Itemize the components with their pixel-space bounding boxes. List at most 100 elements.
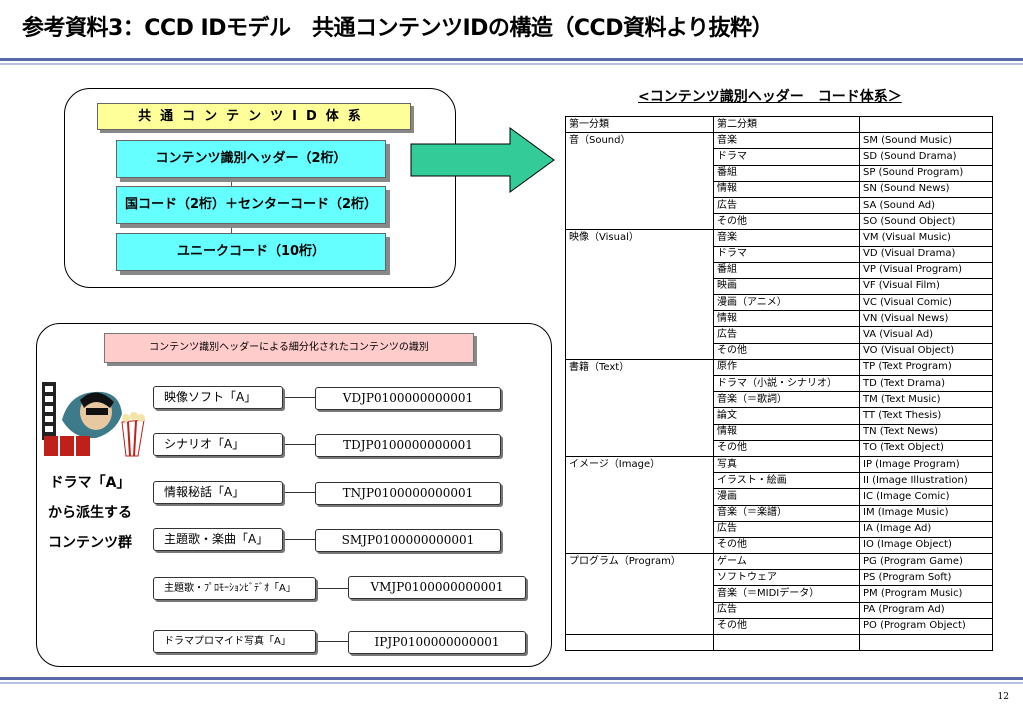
table-header-cell: 第一分類 <box>565 115 714 134</box>
category-cell <box>565 213 714 231</box>
item-connector <box>318 588 348 589</box>
unique-code-box: ユニークコード（10桁） <box>116 233 386 271</box>
subcategory-cell: 原作 <box>713 358 860 377</box>
category-cell <box>565 521 714 538</box>
derived-item-label: ドラマプロマイド写真「A」 <box>153 630 316 653</box>
caption-line: コンテンツ群 <box>48 535 132 551</box>
category-cell: プログラム（Program） <box>565 553 714 570</box>
code-cell: VO (Visual Object) <box>859 342 993 360</box>
subcategory-cell: ドラマ <box>713 245 860 263</box>
category-cell <box>565 585 714 603</box>
movie-clipart-icon <box>42 382 145 457</box>
item-connector <box>285 492 315 493</box>
code-cell: VN (Visual News) <box>859 310 993 328</box>
code-cell: VA (Visual Ad) <box>859 326 993 344</box>
subcategory-cell: 音楽 <box>713 132 860 150</box>
category-cell <box>565 407 714 425</box>
code-cell: VC (Visual Comic) <box>859 294 993 312</box>
caption-line: から派生する <box>48 505 132 521</box>
category-cell <box>565 278 714 295</box>
derived-header-label: コンテンツ識別ヘッダーによる細分化されたコンテンツの識別 <box>104 333 474 363</box>
header-component-box: コンテンツ識別ヘッダー（2桁） <box>116 140 386 178</box>
code-cell: II (Image Illustration) <box>859 472 993 490</box>
code-cell: PM (Program Music) <box>859 585 993 603</box>
category-cell: 映像（Visual） <box>565 229 714 246</box>
table-header-cell <box>859 115 993 134</box>
code-cell: SN (Sound News) <box>859 180 993 198</box>
code-cell: TT (Text Thesis) <box>859 407 993 425</box>
category-cell <box>565 310 714 327</box>
table-row: ドラマ（小説・シナリオ）TD (Text Drama) <box>565 374 993 393</box>
code-cell: TD (Text Drama) <box>859 374 993 393</box>
country-center-code-box: 国コード（2桁）＋センターコード（2桁） <box>116 186 386 224</box>
id-system-label: 共通コンテンツID体系 <box>97 103 411 130</box>
subcategory-cell: その他 <box>713 439 860 457</box>
code-cell: VP (Visual Program) <box>859 261 993 279</box>
title-rule <box>0 58 1023 61</box>
connector-line <box>231 223 232 235</box>
table-row: 音楽（＝MIDIデータ）PM (Program Music) <box>565 585 993 603</box>
subcategory-cell: 音楽（＝MIDIデータ） <box>713 585 860 603</box>
subcategory-cell: 広告 <box>713 196 860 215</box>
subcategory-cell: 広告 <box>713 601 860 619</box>
derived-item-label: 主題歌・楽曲「A」 <box>153 528 283 551</box>
category-cell <box>565 294 714 311</box>
code-cell: PG (Program Game) <box>859 553 993 571</box>
subcategory-cell: その他 <box>713 536 860 555</box>
item-connector <box>285 444 315 445</box>
table-header-row: 第一分類 第二分類 <box>565 115 993 134</box>
derived-item-id: VDJP0100000000001 <box>315 387 501 410</box>
subcategory-cell: その他 <box>713 617 860 636</box>
category-cell: イメージ（Image） <box>565 455 714 473</box>
item-connector <box>285 397 315 398</box>
category-cell <box>565 262 714 279</box>
category-cell <box>565 472 714 489</box>
category-cell <box>565 246 714 263</box>
subcategory-cell: その他 <box>713 342 860 360</box>
category-cell <box>565 165 714 182</box>
table-header-cell: 第二分類 <box>713 115 860 134</box>
item-connector <box>318 641 348 642</box>
derived-item-id: TNJP0100000000001 <box>315 482 501 505</box>
code-cell: TO (Text Object) <box>859 439 993 457</box>
subcategory-cell: 漫画（アニメ） <box>713 294 860 312</box>
category-cell <box>565 569 714 586</box>
subcategory-cell: 情報 <box>713 310 860 328</box>
caption-line: ドラマ「A」 <box>49 475 131 491</box>
category-cell <box>565 343 714 360</box>
code-cell: SP (Sound Program) <box>859 164 993 182</box>
category-cell <box>565 618 714 636</box>
category-cell <box>565 148 714 166</box>
subcategory-cell: その他 <box>713 213 860 231</box>
code-cell: PA (Program Ad) <box>859 601 993 619</box>
item-connector <box>285 539 315 540</box>
code-cell: PS (Program Soft) <box>859 569 993 587</box>
subcategory-cell: 広告 <box>713 326 860 344</box>
code-cell: VM (Visual Music) <box>859 229 993 247</box>
category-cell <box>565 181 714 198</box>
derived-item-id: SMJP0100000000001 <box>315 529 501 552</box>
title-rule-thin <box>0 63 1023 65</box>
subcategory-cell: 漫画 <box>713 488 860 506</box>
empty-cell <box>859 633 993 652</box>
derived-item-label: 映像ソフト「A」 <box>153 386 283 409</box>
subcategory-cell: 番組 <box>713 261 860 279</box>
category-cell <box>565 488 714 505</box>
